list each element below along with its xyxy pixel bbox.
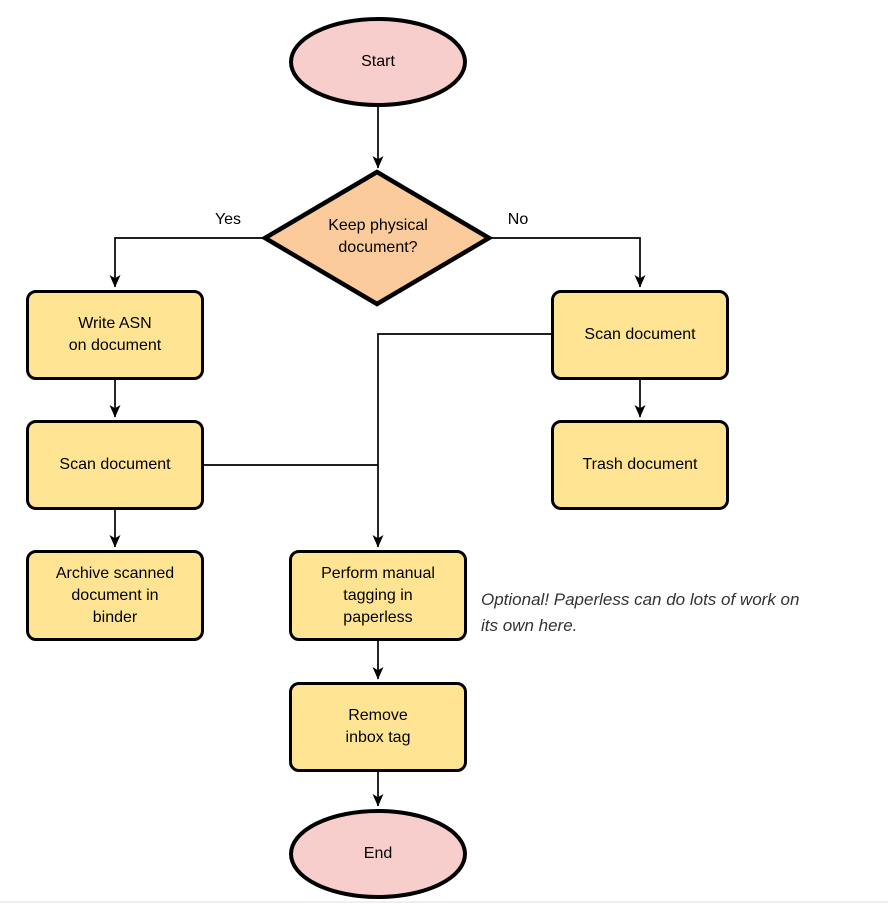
no-branch-label: No (507, 211, 529, 228)
edge-decision-no-to-scan-right (488, 237, 646, 288)
node-trash-document: Trash document (551, 420, 729, 510)
optional-annotation: Optional! Paperless can do lots of work … (481, 590, 800, 635)
bottom-divider (0, 901, 888, 903)
edges-group (109, 106, 646, 807)
yes-branch-label: Yes (214, 211, 242, 228)
node-manual-tagging: Perform manual tagging in paperless (289, 550, 467, 641)
node-scan-document-left: Scan document (26, 420, 204, 510)
decision-diamond-shape (260, 169, 494, 307)
node-write-asn: Write ASN on document (26, 290, 204, 380)
archive-document-label: Archive scanned document in binder (55, 564, 175, 626)
scan-document-right-label: Scan document (584, 326, 696, 343)
trash-document-label: Trash document (582, 456, 698, 473)
edge-scan-right-to-tagging (372, 333, 551, 548)
scan-document-left-label: Scan document (59, 456, 171, 473)
end-terminal-shape (289, 809, 467, 899)
remove-inbox-tag-label: Remove inbox tag (345, 707, 411, 746)
node-scan-document-right: Scan document (551, 290, 729, 380)
write-asn-label: Write ASN on document (68, 315, 162, 354)
node-remove-inbox-tag: Remove inbox tag (289, 682, 467, 772)
manual-tagging-label: Perform manual tagging in paperless (321, 564, 435, 626)
edge-decision-yes-to-write-asn (109, 237, 266, 288)
node-archive-document: Archive scanned document in binder (26, 550, 204, 641)
start-terminal-shape (289, 17, 467, 107)
